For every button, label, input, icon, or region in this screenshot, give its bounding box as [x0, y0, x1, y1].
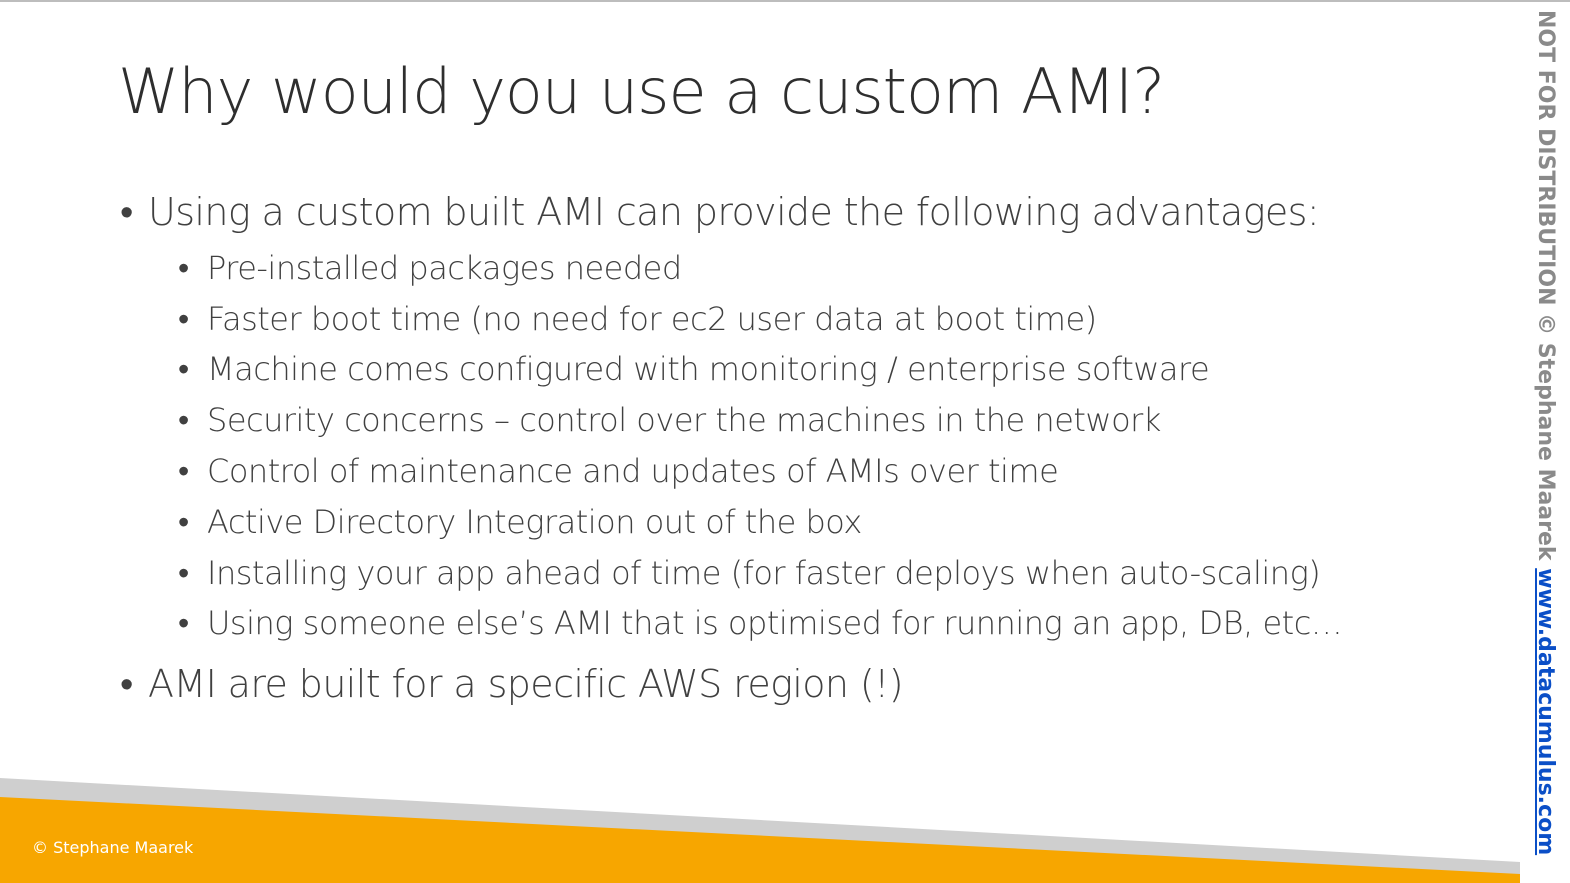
slide-title: Why would you use a custom AMI? [118, 55, 1165, 128]
sub-bullet-item: • Active Directory Integration out of th… [178, 503, 862, 541]
bullet-item: • Using a custom built AMI can provide t… [120, 190, 1320, 234]
website-link[interactable]: www.datacumulus.com [1533, 568, 1558, 856]
top-divider [0, 0, 1570, 2]
bullet-dot: • [178, 452, 189, 490]
sub-bullet-item: • Machine comes configured with monitori… [178, 350, 1210, 388]
sub-bullet-item: • Using someone else’s AMI that is optim… [178, 604, 1343, 642]
bullet-dot: • [120, 662, 133, 706]
bullet-dot: • [120, 190, 133, 234]
footer-orange-band [0, 797, 1520, 883]
bullet-dot: • [178, 604, 189, 642]
sub-bullet-text: Control of maintenance and updates of AM… [207, 452, 1059, 490]
bullet-dot: • [178, 503, 189, 541]
bullet-dot: • [178, 249, 189, 287]
bullet-dot: • [178, 554, 189, 592]
bullet-dot: • [178, 300, 189, 338]
sub-bullet-item: • Installing your app ahead of time (for… [178, 554, 1321, 592]
bullet-dot: • [178, 401, 189, 439]
sub-bullet-text: Installing your app ahead of time (for f… [207, 554, 1321, 592]
sub-bullet-item: • Pre-installed packages needed [178, 249, 682, 287]
footer-band [0, 778, 1520, 883]
side-watermark: NOT FOR DISTRIBUTION © Stephane Maarek w… [1530, 10, 1560, 860]
bullet-dot: • [178, 350, 189, 388]
distribution-notice: NOT FOR DISTRIBUTION © Stephane Maarek [1533, 10, 1558, 569]
sub-bullet-item: • Faster boot time (no need for ec2 user… [178, 300, 1097, 338]
sub-bullet-item: • Control of maintenance and updates of … [178, 452, 1059, 490]
bullet-item: • AMI are built for a specific AWS regio… [120, 662, 904, 706]
sub-bullet-text: Active Directory Integration out of the … [207, 503, 862, 541]
sub-bullet-text: Machine comes configured with monitoring… [207, 350, 1210, 388]
footer-copyright: © Stephane Maarek [32, 838, 194, 857]
sub-bullet-text: Security concerns – control over the mac… [207, 401, 1161, 439]
sub-bullet-text: Faster boot time (no need for ec2 user d… [207, 300, 1097, 338]
sub-bullet-text: Using someone else’s AMI that is optimis… [207, 604, 1343, 642]
sub-bullet-item: • Security concerns – control over the m… [178, 401, 1161, 439]
sub-bullet-text: Pre-installed packages needed [207, 249, 682, 287]
bullet-text: AMI are built for a specific AWS region … [148, 662, 904, 706]
bullet-text: Using a custom built AMI can provide the… [148, 190, 1320, 234]
